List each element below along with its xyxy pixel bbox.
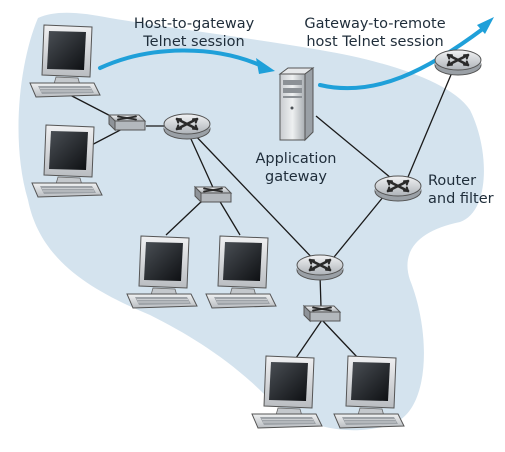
host-to-gateway-label: Host-to-gateway: [134, 16, 255, 32]
gateway-to-remote-label: host Telnet session: [306, 34, 443, 50]
router-icon: [295, 253, 345, 282]
telnet-session-arrows: [98, 26, 486, 91]
gateway-to-remote-arrowhead: [477, 17, 494, 34]
switch-icon: [108, 114, 146, 131]
gateway-to-remote-arrow: [318, 26, 486, 91]
router-icon: [373, 174, 423, 203]
server-tower-icon: [278, 67, 315, 142]
router-and-filter-label: Router: [428, 173, 476, 189]
host-to-gateway-arrowhead: [256, 58, 275, 74]
host-to-gateway-label: Telnet session: [142, 34, 244, 50]
application-gateway-label: Application: [255, 151, 336, 167]
router-and-filter-label: and filter: [428, 191, 494, 207]
router-icon: [162, 112, 212, 141]
router-icon: [433, 48, 483, 77]
application-gateway-label: gateway: [265, 169, 327, 185]
gateway-to-remote-label: Gateway-to-remote: [304, 16, 445, 32]
switch-icon: [194, 186, 232, 203]
host-to-gateway-arrow: [98, 48, 264, 70]
switch-icon: [303, 305, 341, 322]
